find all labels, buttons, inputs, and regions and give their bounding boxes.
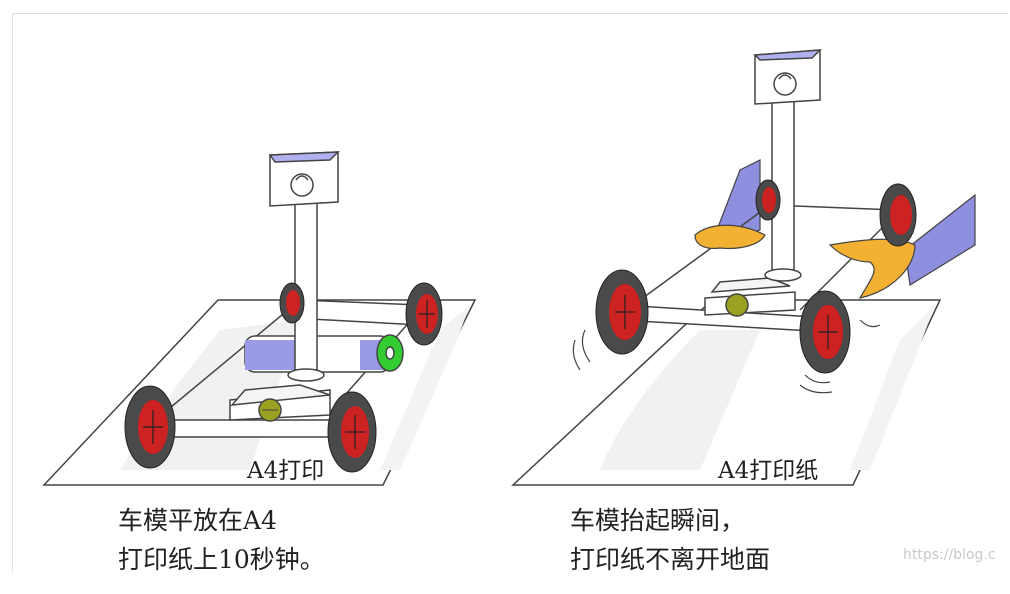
caption-left-line2: 打印纸上10秒钟。 bbox=[118, 545, 325, 574]
wheel-front-right bbox=[327, 391, 377, 473]
right-hand bbox=[828, 238, 916, 299]
caption-right-line1: 车模抬起瞬间， bbox=[570, 506, 746, 535]
wheel-rear-right bbox=[405, 282, 443, 346]
gear-right bbox=[725, 293, 749, 317]
right-scene bbox=[511, 49, 976, 486]
wheel-rear-left bbox=[279, 282, 305, 324]
caption-left-line1: 车模平放在A4 bbox=[118, 506, 277, 535]
wheel-front-right-right-scene bbox=[799, 290, 851, 374]
wheel-rear-right-right-scene bbox=[879, 183, 917, 247]
right-arm-sleeve bbox=[904, 193, 976, 286]
top-border bbox=[12, 13, 1008, 14]
wheel-rear-left-right-scene bbox=[755, 179, 781, 221]
wheel-front-left-right-scene bbox=[595, 269, 649, 355]
paper-label-left: A4打印 bbox=[247, 458, 325, 484]
mast-left bbox=[268, 151, 340, 382]
wheel-front-left bbox=[124, 385, 176, 469]
paper-label-right: A4打印纸 bbox=[718, 458, 819, 484]
motion-lines bbox=[572, 319, 881, 394]
mast-right bbox=[753, 49, 822, 282]
left-hand bbox=[694, 224, 766, 250]
left-scene bbox=[42, 151, 477, 486]
left-border bbox=[12, 13, 13, 573]
caption-right-line2: 打印纸不离开地面 bbox=[570, 545, 771, 574]
watermark: https://blog.c bbox=[903, 547, 996, 563]
